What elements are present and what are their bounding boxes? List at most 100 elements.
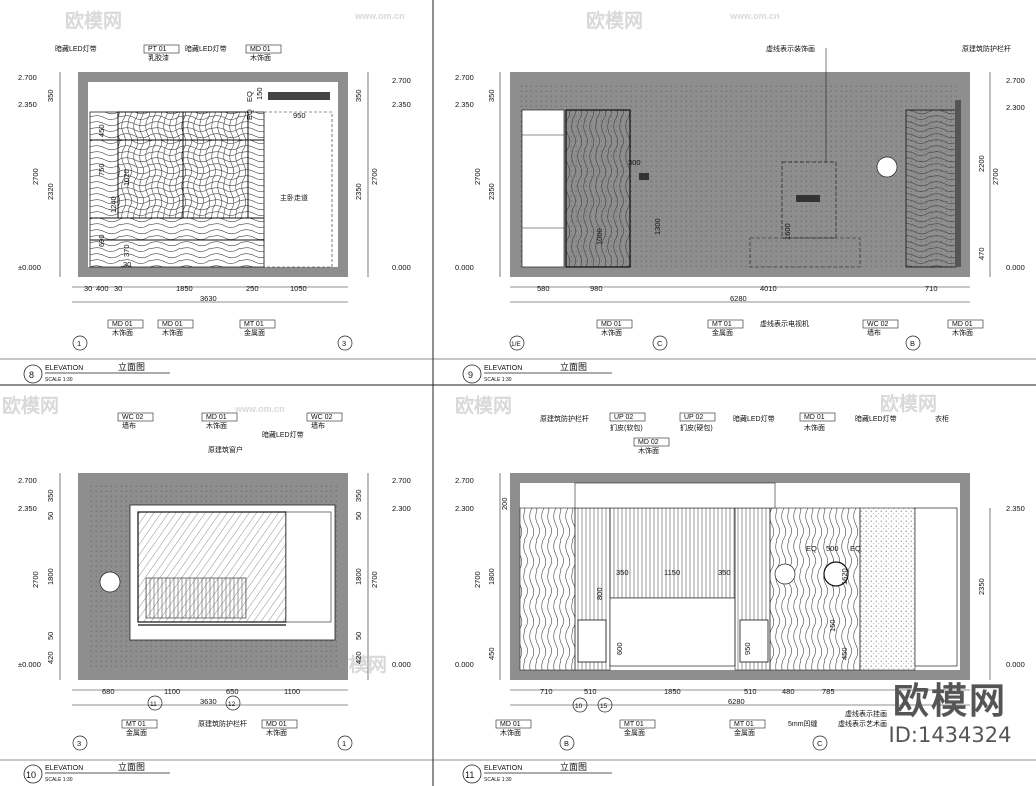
- watermark-logo: 欧模网: [455, 394, 512, 417]
- dim-left: 2700: [31, 571, 40, 588]
- dim-left: 2350: [487, 183, 496, 200]
- drawing-title: ELEVATION: [484, 765, 522, 772]
- tag-code: PT 01: [148, 46, 167, 53]
- tag-code: UP 02: [614, 414, 633, 421]
- material-tags-bottom: MD 01 木饰面 MT 01 金属面 WC 02 墙布 MD 01 木饰面 虚…: [596, 319, 984, 337]
- level-label: 2.700: [18, 476, 37, 485]
- level-label: 2.350: [455, 100, 474, 109]
- axis-label: C: [657, 339, 663, 348]
- elevation-panel-11: 2.700 2.300 0.000 2.350 0.000 200 1800 2…: [433, 412, 1036, 784]
- level-label: 2.700: [18, 73, 37, 82]
- level-label: 2.700: [455, 73, 474, 82]
- inner-dim: 350: [616, 568, 629, 577]
- dim-bottom: 1100: [284, 687, 300, 696]
- wardrobe-outline: [914, 507, 958, 667]
- drawing-number: 10: [26, 770, 36, 780]
- inner-dim: 800: [595, 587, 604, 600]
- brand-name: 欧模网: [892, 681, 1007, 722]
- side-cabinet: [521, 109, 565, 268]
- axis-label: 12: [228, 701, 236, 708]
- axis-label: 3: [342, 339, 346, 348]
- drawing-title: ELEVATION: [45, 765, 83, 772]
- dim-right: 2350: [977, 578, 986, 595]
- tag-label: 木饰面: [206, 421, 227, 430]
- dim-left: 50: [46, 512, 55, 520]
- tag-code: MD 01: [250, 46, 271, 53]
- tag-code: MT 01: [734, 721, 754, 728]
- drawing-scale: SCALE 1:30: [45, 777, 73, 783]
- drawing-number-circle: [462, 364, 482, 384]
- elevation-panel-8: 2.700 2.350 ±0.000 2.700 2.350 0.000 350…: [0, 44, 433, 384]
- axis-label: C: [817, 739, 823, 748]
- note-bottom: 虚线表示电视机: [760, 319, 809, 328]
- elevation-panel-9: 2.700 2.350 0.000 2.700 2.300 0.000 350 …: [433, 44, 1036, 384]
- dim-right: 2200: [977, 155, 986, 172]
- level-label: 0.000: [455, 660, 474, 669]
- dim-bottom: 785: [822, 687, 835, 696]
- tag-code: WC 02: [867, 321, 889, 328]
- tag-code: WC 02: [122, 414, 144, 421]
- inner-dim: 370: [122, 244, 131, 257]
- inner-dim: 1020: [122, 169, 131, 186]
- axis-marker: [572, 697, 588, 713]
- tag-code: MD 01: [500, 721, 521, 728]
- dim-bottom: 1100: [164, 687, 180, 696]
- brand-stamp: 欧模网 ID:1434324: [875, 682, 1025, 748]
- tag-code: UP 02: [684, 414, 703, 421]
- tag-label: 金属面: [712, 328, 733, 337]
- inner-dim: 950: [743, 642, 752, 655]
- level-label: 2.300: [455, 504, 474, 513]
- dim-bottom: 680: [102, 687, 115, 696]
- dim-total: 6280: [730, 294, 747, 303]
- tv-outline: [781, 161, 837, 239]
- guard-rail: [145, 577, 247, 619]
- dim-left: 50: [46, 632, 55, 640]
- axis-label: 11: [150, 701, 157, 708]
- tag-code: MT 01: [712, 321, 732, 328]
- level-label: ±0.000: [18, 660, 41, 669]
- note-bottom: 原建筑防护栏杆: [198, 719, 247, 728]
- inner-dim: EQ: [245, 109, 254, 120]
- inner-dim: 450: [840, 647, 849, 660]
- tag-code: MD 01: [601, 321, 622, 328]
- inner-dim: 950: [293, 111, 306, 120]
- watermark-url: www.om.cn: [354, 11, 405, 21]
- material-tags-top: UP 02 扪皮(软包) UP 02 扪皮(硬包) MD 01 木饰面 MD 0…: [540, 412, 949, 455]
- dim-bottom: 580: [537, 284, 550, 293]
- note-bottom: 5mm凹缝: [788, 719, 818, 728]
- axis-label: 3: [77, 739, 81, 748]
- inner-dim: 1600: [783, 223, 792, 240]
- drawing-number: 8: [29, 370, 34, 380]
- dim-bottom: 510: [744, 687, 757, 696]
- corridor-opening: [263, 111, 333, 268]
- dim-bottom: 30: [114, 284, 122, 293]
- axis-label: B: [564, 739, 569, 748]
- level-label: 2.300: [1006, 103, 1025, 112]
- dim-bottom: 250: [246, 284, 259, 293]
- dim-left: 350: [46, 89, 55, 102]
- material-tags-bottom: MD 01 木饰面 MD 01 木饰面 MT 01 金属面: [107, 319, 276, 337]
- dim-bottom: 510: [584, 687, 597, 696]
- dim-left: 2320: [46, 183, 55, 200]
- inner-dim: 150: [255, 87, 264, 100]
- dim-bottom: 30: [84, 284, 92, 293]
- dimension-lines: [499, 48, 991, 303]
- drawing-title-cn: 立面图: [118, 761, 145, 772]
- dim-right: 2700: [370, 571, 379, 588]
- tag-label: 木饰面: [804, 423, 825, 432]
- inner-dim: 1150: [664, 568, 680, 577]
- level-label: 2.700: [455, 476, 474, 485]
- dim-left: 1800: [487, 568, 496, 585]
- tv-cabinet-outline: [749, 237, 861, 268]
- wood-panel: [769, 507, 861, 671]
- switch-panel: [639, 173, 649, 180]
- window-panel: [905, 109, 957, 268]
- inner-dim: EQ: [806, 544, 817, 553]
- note-top: 暗藏LED灯带: [55, 44, 97, 53]
- note-top: 原建筑防护栏杆: [540, 414, 589, 423]
- watermark-url: www.om.cn: [234, 404, 285, 414]
- tag-label: 木饰面: [266, 728, 287, 737]
- dim-bottom: 1050: [290, 284, 307, 293]
- inner-dim: 500: [826, 544, 839, 553]
- note-bottom: 虚线表示艺术画: [838, 719, 887, 728]
